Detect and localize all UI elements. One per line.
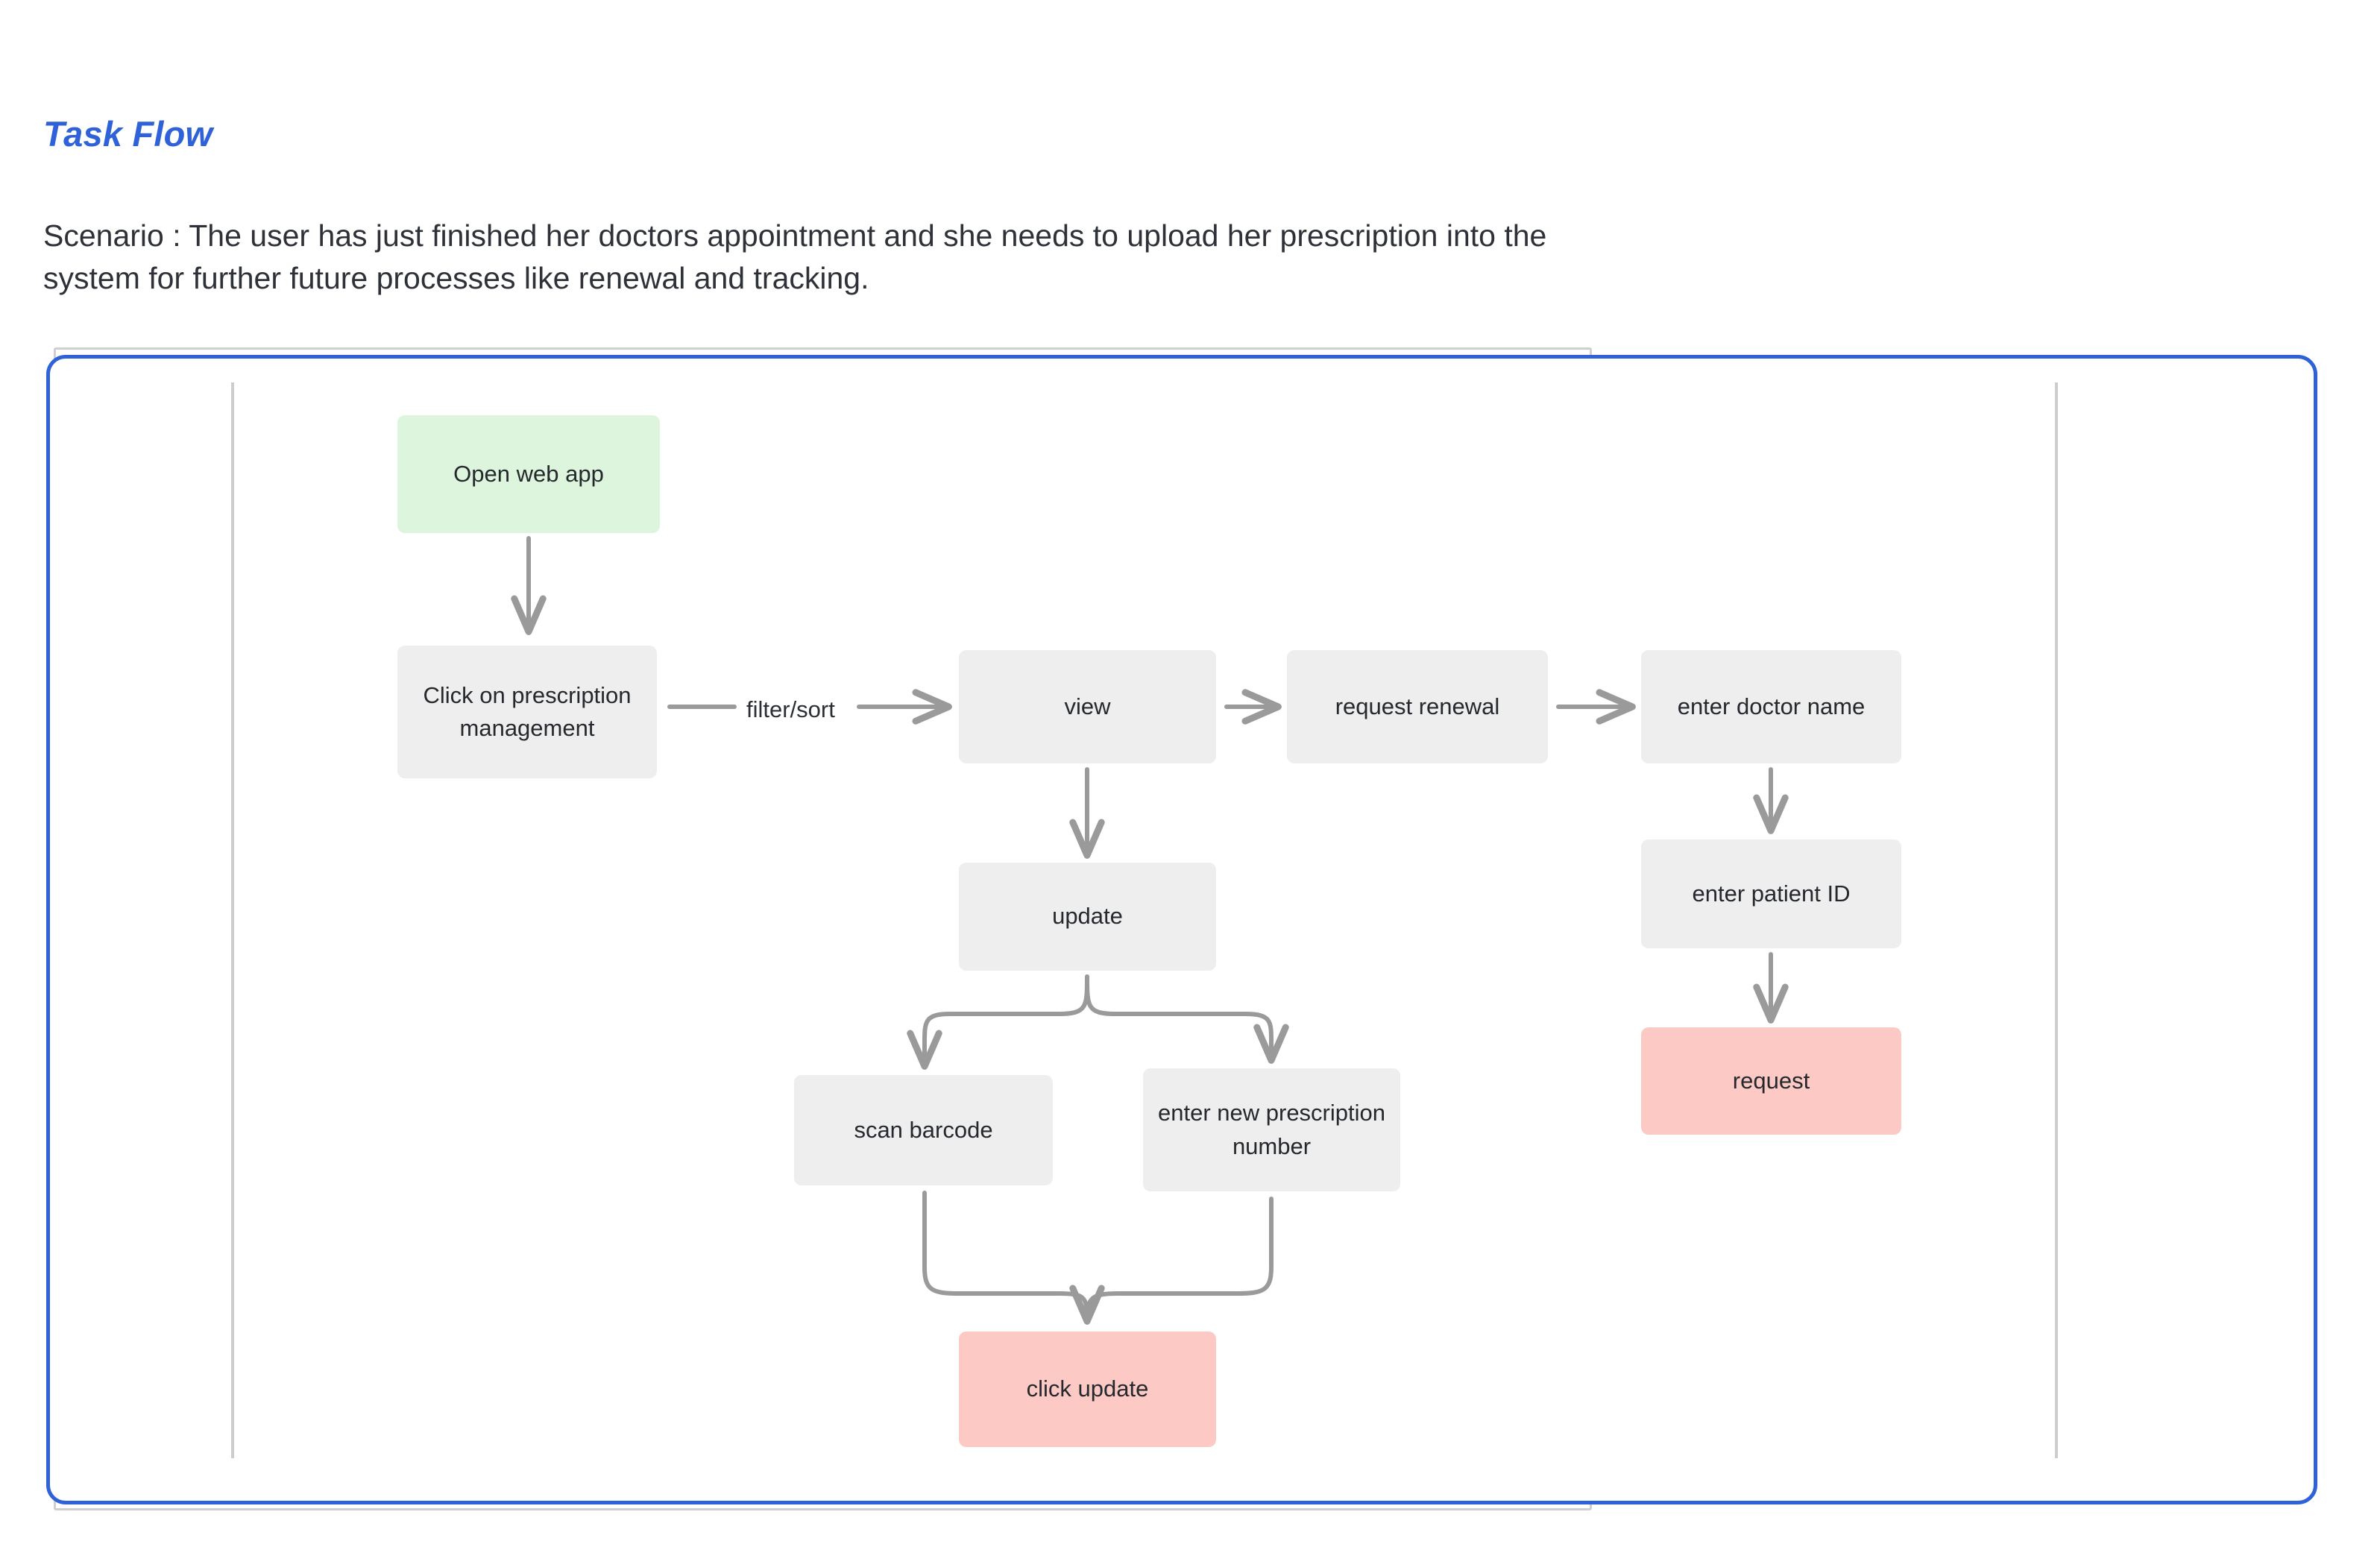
flow-node-enter-patient-id[interactable]: enter patient ID xyxy=(1641,839,1901,948)
page-title: Task Flow xyxy=(43,114,213,154)
flow-node-request[interactable]: request xyxy=(1641,1027,1901,1135)
flow-node-click-update[interactable]: click update xyxy=(959,1332,1216,1447)
flow-node-update[interactable]: update xyxy=(959,863,1216,971)
flow-node-open-web-app[interactable]: Open web app xyxy=(397,415,660,533)
flow-node-click-on-prescription-management[interactable]: Click on prescription management xyxy=(397,646,657,778)
flow-node-enter-doctor-name[interactable]: enter doctor name xyxy=(1641,650,1901,763)
flow-node-request-renewal[interactable]: request renewal xyxy=(1287,650,1548,763)
flow-node-enter-new-prescription-number[interactable]: enter new prescription number xyxy=(1143,1068,1400,1191)
flow-node-view[interactable]: view xyxy=(959,650,1216,763)
guide-line-right xyxy=(2055,382,2058,1458)
edge-label-filter-sort: filter/sort xyxy=(746,696,835,722)
scenario-description: Scenario : The user has just finished he… xyxy=(43,218,1547,295)
guide-line-left xyxy=(231,382,234,1458)
flow-node-scan-barcode[interactable]: scan barcode xyxy=(794,1075,1053,1185)
